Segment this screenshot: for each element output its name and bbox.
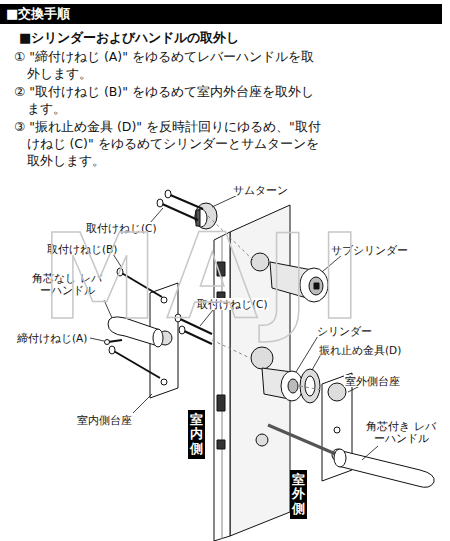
part-name: 角芯付き レバーハンドル bbox=[360, 420, 442, 444]
side-label: 室外側 bbox=[292, 473, 305, 516]
step-text: ③ "振れ止め金具 (D)" を反時計回りにゆるめ、"取付けねじ (C)" をゆ… bbox=[14, 118, 328, 169]
side-label: 室内側 bbox=[190, 413, 203, 456]
part-name: 室外側台座 bbox=[344, 375, 401, 387]
step-text: ② "取付けねじ (B)" をゆるめて室内外台座を取外します。 bbox=[14, 83, 328, 117]
subheading: ■シリンダーおよびハンドルの取外し bbox=[18, 30, 240, 46]
step-text: ① "締付けねじ (A)" をゆるめてレバーハンドルを取外します。 bbox=[14, 48, 328, 82]
side-band: 室内側 bbox=[188, 410, 205, 459]
side-band: 室外側 bbox=[290, 470, 307, 519]
part-name: サムターン bbox=[232, 184, 289, 196]
section-title: ■交換手順 bbox=[6, 5, 70, 23]
part-name: 室内側台座 bbox=[76, 414, 133, 426]
part-name: 振れ止め金具(D) bbox=[318, 344, 402, 356]
watermark: MAJI bbox=[40, 218, 371, 336]
